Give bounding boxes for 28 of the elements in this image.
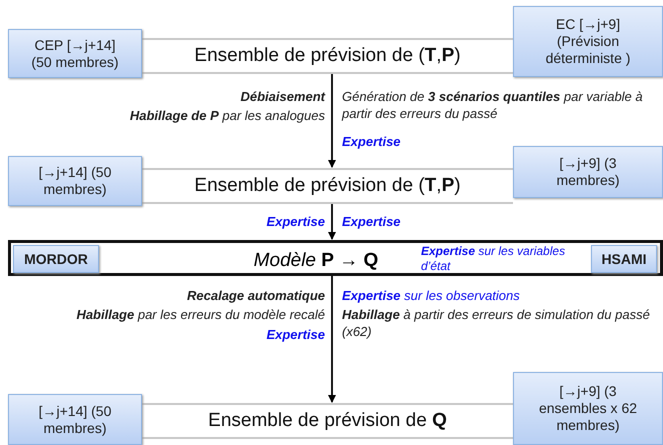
process-note: Génération de 3 scénarios quantiles par variable à partir des erreurs du passé — [342, 88, 644, 122]
process-note: Débiaisement — [239, 88, 325, 105]
forecast-band: Ensemble de prévision de Q — [142, 403, 513, 439]
arrow — [328, 276, 336, 403]
arrow — [328, 74, 336, 168]
expertise-note: Expertise — [342, 213, 402, 230]
process-note: Habillage de P par les analogues — [128, 107, 325, 124]
model-title: Modèle P → Q — [252, 249, 380, 273]
info-box: [→j+9] (3 ensembles x 62 membres) — [513, 372, 663, 445]
expertise-note: Expertise — [265, 326, 325, 343]
expertise-note: Expertise sur les observations — [342, 287, 521, 304]
expertise-note: Expertise — [342, 133, 402, 150]
process-note: Recalage automatique — [186, 287, 325, 304]
info-box: [→j+14] (50 membres) — [8, 156, 142, 206]
arrow — [328, 204, 336, 240]
forecast-band: Ensemble de prévision de (T,P) — [142, 38, 513, 74]
info-box: EC [→j+9] (Prévision déterministe ) — [513, 6, 663, 77]
model-tag: HSAMI — [591, 245, 657, 273]
info-box: CEP [→j+14] (50 membres) — [8, 29, 142, 78]
state-variables-note: Expertise sur les variables d’état — [421, 244, 566, 274]
info-box: [→j+9] (3 membres) — [513, 146, 663, 198]
model-tag: MORDOR — [13, 245, 99, 273]
process-note: Habillage à partir des erreurs de simulation du passé (x62) — [342, 306, 651, 340]
process-note: Habillage par les erreurs du modèle recalé — [75, 306, 325, 323]
model-box — [8, 240, 663, 276]
forecast-band: Ensemble de prévision de (T,P) — [142, 168, 513, 204]
info-box: [→j+14] (50 membres) — [8, 394, 142, 445]
expertise-note: Expertise — [265, 213, 325, 230]
